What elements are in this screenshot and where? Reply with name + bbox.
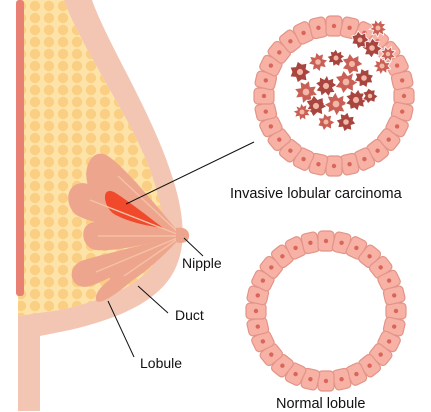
cancer-cell-nucleus <box>323 83 329 89</box>
cancer-cell-nucleus <box>297 69 303 75</box>
cancer-cell-nucleus <box>349 61 355 67</box>
label-nipple: Nipple <box>182 255 222 271</box>
cancer-cell-nucleus <box>379 63 384 68</box>
normal-lobule-ring <box>246 231 406 391</box>
normal-lobule-cell-nucleus <box>324 239 328 243</box>
cancer-cell-nucleus <box>313 103 319 109</box>
normal-lobule-cell <box>386 303 406 319</box>
normal-lobule-cell-nucleus <box>254 309 258 313</box>
carcinoma-lobule-cell-nucleus <box>332 164 336 168</box>
cancer-cell-nucleus <box>333 55 338 60</box>
cancer-cell-nucleus <box>361 75 367 81</box>
cancer-cell-nucleus <box>386 52 390 56</box>
label-normal-lobule: Normal lobule <box>276 396 365 412</box>
carcinoma-lobule-cell <box>254 88 274 104</box>
label-duct: Duct <box>175 307 204 323</box>
cancer-cell-nucleus <box>353 97 359 103</box>
cancer-cell-nucleus <box>323 119 328 124</box>
carcinoma-lobule-cell <box>326 156 342 176</box>
cancer-cell-nucleus <box>369 45 375 51</box>
cancer-cell-nucleus <box>343 79 350 86</box>
carcinoma-lobule-cell <box>326 16 342 36</box>
cancer-cell-nucleus <box>303 89 310 96</box>
leader-nipple <box>184 238 203 256</box>
cancer-cell-nucleus <box>333 101 340 108</box>
normal-lobule-cell <box>318 371 334 391</box>
normal-lobule-cell-nucleus <box>324 379 328 383</box>
normal-lobule-cell-nucleus <box>394 309 398 313</box>
cancer-cell-nucleus <box>343 119 349 125</box>
carcinoma-lobule-cell-nucleus <box>402 94 406 98</box>
carcinoma-lobule-cell-nucleus <box>262 94 266 98</box>
cancer-cell-nucleus <box>299 109 304 114</box>
cancer-cell-nucleus <box>375 25 380 30</box>
normal-lobule-cell <box>318 231 334 251</box>
label-lobule: Lobule <box>140 355 182 371</box>
carcinoma-lobule-cell-nucleus <box>332 24 336 28</box>
label-invasive-lobular-carcinoma: Invasive lobular carcinoma <box>230 186 402 202</box>
cancer-cell-nucleus <box>368 94 372 98</box>
cancer-cell-nucleus <box>357 37 362 42</box>
carcinoma-lobule-cell <box>394 88 414 104</box>
cancer-cell-nucleus <box>315 59 321 65</box>
normal-lobule-cell <box>246 303 266 319</box>
chest-wall <box>16 0 24 296</box>
